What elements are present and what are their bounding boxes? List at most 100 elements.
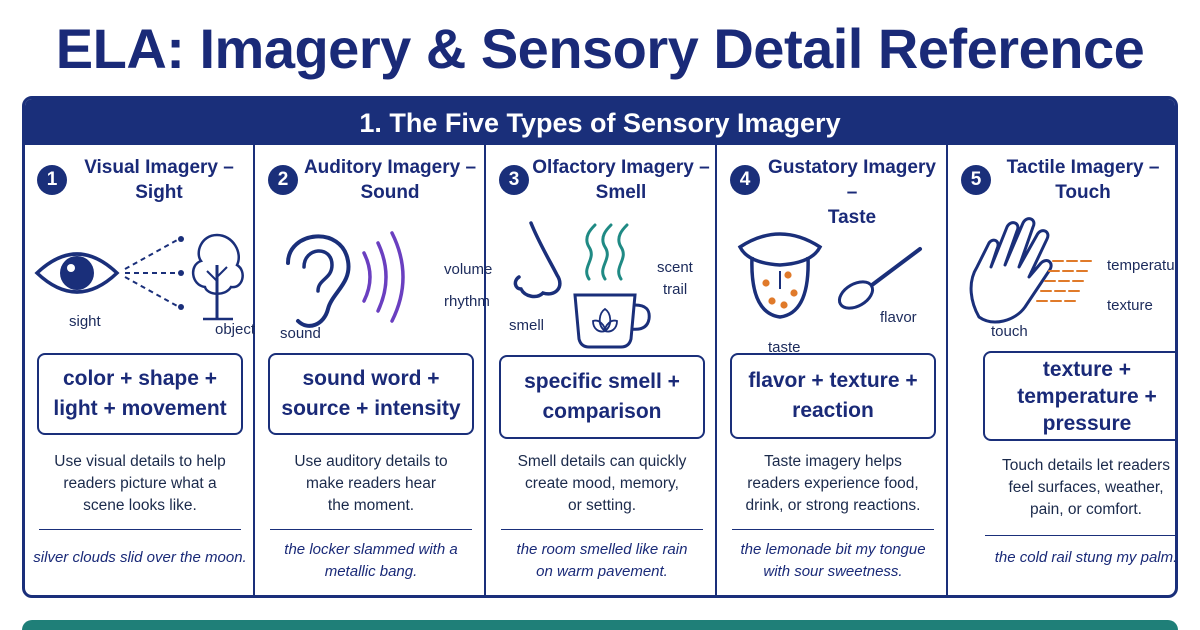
card-header: 4 Gustatory Imagery – Taste	[718, 155, 946, 228]
tactile-illustration: temperature texture touch	[953, 213, 1175, 353]
desc-line1: Taste imagery helps	[764, 453, 902, 470]
coffee-cup-icon	[573, 293, 651, 349]
formula-line2: source + intensity	[281, 397, 461, 420]
example-line1: the locker slammed with a	[284, 541, 458, 558]
card-title: Auditory Imagery – Sound	[300, 155, 480, 209]
card-title-line1: Auditory Imagery –	[303, 157, 477, 178]
divider	[270, 529, 472, 530]
card-title-line2: Touch	[1055, 182, 1111, 203]
card-title-line2: Sound	[360, 182, 420, 203]
example-sentence: the lemonade bit my tongue with sour swe…	[724, 539, 942, 583]
olfactory-illustration: smell scent trail	[491, 213, 713, 353]
label-touch: touch	[991, 323, 1028, 340]
card-description: Use visual details to help readers pictu…	[33, 451, 247, 517]
card-title: Tactile Imagery – Touch	[993, 155, 1173, 209]
next-section-header	[22, 620, 1178, 630]
card-title-line2: Taste	[827, 207, 877, 228]
number-badge: 4	[730, 165, 760, 195]
formula-box: specific smell + comparison	[499, 355, 705, 439]
number-badge: 3	[499, 165, 529, 195]
card-title-line2: Sight	[135, 182, 183, 203]
desc-line1: Touch details let readers	[1001, 457, 1170, 474]
card-description: Touch details let readers feel surfaces,…	[979, 455, 1175, 521]
divider	[732, 529, 934, 530]
spoon-icon	[837, 247, 922, 310]
hand-icon	[969, 217, 1092, 324]
desc-line3: drink, or strong reactions.	[745, 497, 921, 514]
formula-box: sound word + source + intensity	[268, 353, 474, 435]
example-line1: the cold rail stung my palm.	[994, 549, 1178, 566]
card-title: Visual Imagery – Sight	[69, 155, 249, 209]
example-line2: with sour sweetness.	[763, 563, 903, 580]
card-description: Taste imagery helps readers experience f…	[726, 451, 940, 517]
auditory-illustration: volume rhythm sound	[260, 213, 492, 353]
formula-line1: texture +	[1042, 357, 1132, 381]
formula-box: texture + temperature + pressure	[983, 351, 1175, 441]
example-sentence: the locker slammed with a metallic bang.	[262, 539, 480, 583]
divider	[501, 529, 703, 530]
divider	[985, 535, 1175, 536]
section-header: 1. The Five Types of Sensory Imagery	[25, 99, 1175, 145]
label-texture: texture	[1107, 297, 1153, 314]
sensory-imagery-section: 1. The Five Types of Sensory Imagery 1 V…	[22, 96, 1178, 598]
texture-dashes-icon	[1036, 260, 1092, 302]
desc-line2: readers experience food,	[747, 475, 919, 492]
desc-line1: Use visual details to help	[54, 453, 226, 470]
formula-line2: reaction	[792, 399, 874, 422]
example-sentence: the cold rail stung my palm.	[977, 547, 1178, 569]
example-line2: metallic bang.	[324, 563, 418, 580]
desc-line3: or setting.	[567, 497, 637, 514]
number-badge: 5	[961, 165, 991, 195]
desc-line1: Smell details can quickly	[517, 453, 687, 470]
tree-icon	[192, 233, 244, 321]
card-visual-imagery: 1 Visual Imagery – Sight	[25, 145, 255, 595]
example-line2: on warm pavement.	[536, 563, 668, 580]
desc-line2: make readers hear	[305, 475, 437, 492]
desc-line2: readers picture what a	[63, 475, 217, 492]
page-title: ELA: Imagery & Sensory Detail Reference	[55, 17, 1145, 80]
tongue-icon	[737, 232, 922, 319]
card-title-line2: Smell	[595, 182, 647, 203]
label-scent: scent	[657, 259, 693, 276]
eye-icon	[34, 233, 244, 321]
example-sentence: the room smelled like rain on warm pavem…	[493, 539, 711, 583]
desc-line1: Use auditory details to	[294, 453, 448, 470]
card-title: Olfactory Imagery – Smell	[531, 155, 711, 209]
card-title: Gustatory Imagery – Taste	[762, 155, 942, 228]
gustatory-illustration: taste flavor	[722, 213, 944, 356]
sound-waves-icon	[362, 231, 405, 323]
label-trail: trail	[663, 281, 688, 298]
example-line1: silver clouds slid over the moon.	[33, 549, 247, 566]
formula-line2: comparison	[542, 400, 662, 423]
label-temperature: temperature	[1107, 257, 1175, 274]
formula-line1: color + shape +	[62, 367, 218, 390]
nose-icon	[513, 221, 651, 349]
formula-line1: sound word +	[302, 367, 440, 390]
label-volume: volume	[444, 261, 493, 278]
formula-line1: specific smell +	[524, 370, 680, 393]
card-description: Use auditory details to make readers hea…	[264, 451, 478, 517]
example-sentence: silver clouds slid over the moon.	[31, 547, 249, 569]
formula-line1: flavor + texture +	[748, 369, 918, 392]
card-auditory-imagery: 2 Auditory Imagery – Sound volume rhythm…	[256, 145, 492, 595]
formula-line3: pressure	[1042, 411, 1132, 435]
desc-line3: pain, or comfort.	[1030, 501, 1142, 518]
card-header: 2 Auditory Imagery – Sound	[256, 155, 484, 209]
formula-line2: temperature +	[1017, 384, 1157, 408]
example-line1: the lemonade bit my tongue	[740, 541, 926, 558]
card-olfactory-imagery: 3 Olfactory Imagery – Smell s	[487, 145, 717, 595]
number-badge: 1	[37, 165, 67, 195]
card-description: Smell details can quickly create mood, m…	[495, 451, 709, 517]
desc-line3: scene looks like.	[83, 497, 197, 514]
formula-line2: light + movement	[53, 397, 227, 420]
divider	[39, 529, 241, 530]
card-header: 5 Tactile Imagery – Touch	[949, 155, 1175, 209]
label-object: object	[215, 321, 256, 338]
label-flavor: flavor	[880, 309, 917, 326]
visual-illustration: sight object	[29, 213, 255, 353]
card-title-line1: Olfactory Imagery –	[532, 157, 710, 178]
label-rhythm: rhythm	[444, 293, 490, 310]
number-badge: 2	[268, 165, 298, 195]
card-title-line1: Tactile Imagery –	[1006, 157, 1160, 178]
example-line1: the room smelled like rain	[516, 541, 688, 558]
